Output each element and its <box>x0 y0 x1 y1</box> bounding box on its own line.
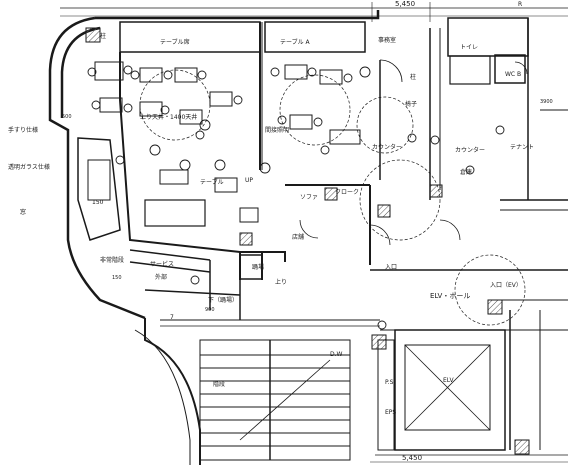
right-structure <box>370 199 568 456</box>
label-wc-b: WC B <box>505 71 522 78</box>
label-column-left: 柱 <box>100 33 107 40</box>
label-table-tl: テーブル席 <box>160 39 190 46</box>
label-shop: 店舗 <box>292 234 305 241</box>
label-dim-bottom: 5,450 <box>402 454 423 462</box>
label-upholstery: 上り天井・1400天井 <box>140 114 198 121</box>
label-cloak: クローク <box>335 189 360 196</box>
label-landing: 踊場 <box>252 264 265 271</box>
label-store: 倉庫 <box>460 169 473 176</box>
label-pillar-right-top: 柱 <box>410 74 417 81</box>
label-area-num: 150 <box>92 199 104 206</box>
label-elv: ELV <box>443 377 454 384</box>
label-n-150: 150 <box>112 275 122 281</box>
label-mark-d: 下（踊場） <box>208 297 239 304</box>
label-ex-stair: 非常階段 <box>100 257 125 264</box>
label-ground-floor: 事務室 <box>378 37 397 44</box>
stairs <box>199 339 351 461</box>
label-exit: 入口 <box>385 264 398 271</box>
label-handrail: 手すり仕様 <box>8 127 39 134</box>
label-service: サービス <box>150 261 175 268</box>
label-entrance: 入口（EV） <box>490 282 522 289</box>
label-up: UP <box>245 177 254 184</box>
label-stair: 階段 <box>213 381 226 388</box>
label-chair-1: 椅子 <box>405 101 418 108</box>
label-n-500: 500 <box>62 114 72 120</box>
label-ps: P.S <box>385 379 394 386</box>
label-ceiling-light: 間接照明 <box>265 127 290 134</box>
label-n-900: 900 <box>205 307 215 313</box>
columns <box>85 27 530 455</box>
label-col-num: 7 <box>170 314 174 321</box>
label-glass: 透明ガラス仕様 <box>8 164 50 171</box>
label-sofa: ソファ <box>300 194 319 201</box>
label-outside-wall: 外部 <box>155 274 168 281</box>
label-tenant: テナント <box>510 144 535 151</box>
top-dimension-line <box>60 2 568 22</box>
label-dim-top: 5,450 <box>395 0 416 8</box>
label-counter-2: カウンター <box>455 147 486 154</box>
main-room-walls <box>119 17 568 280</box>
label-elev-hall: ELV・ホール <box>430 292 471 300</box>
elevator-shaft <box>377 329 506 451</box>
label-table-2: テーブル <box>200 179 224 186</box>
label-counter: カウンター <box>372 144 403 151</box>
dining-tables <box>94 61 361 227</box>
label-eps: EPS <box>385 409 397 416</box>
label-window: 窓 <box>20 209 27 216</box>
label-stair-num: D.W <box>330 351 343 358</box>
corridor-walls <box>77 137 380 327</box>
label-n-3900: 3900 <box>540 99 553 105</box>
ceiling-circles <box>139 69 526 326</box>
label-to-floor: 上り <box>275 279 288 286</box>
chairs <box>87 65 505 330</box>
label-toilet: トイレ <box>460 44 479 51</box>
door-swings <box>299 59 528 246</box>
label-table-a: テーブル A <box>280 39 310 46</box>
label-arrow-x: R <box>518 1 523 8</box>
